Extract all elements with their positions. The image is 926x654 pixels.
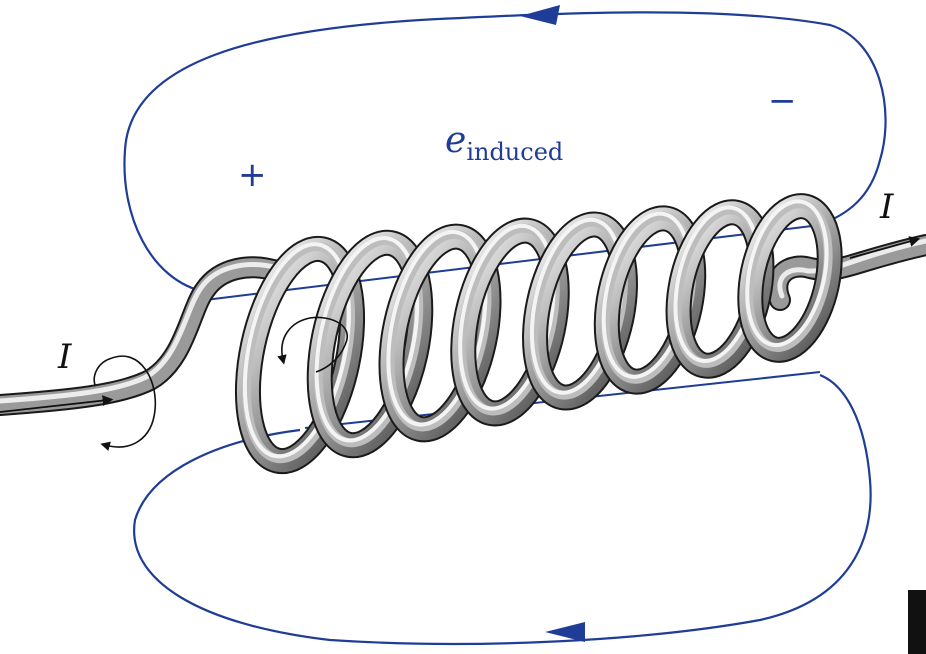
plus-sign: + bbox=[238, 155, 267, 195]
emf-subscript: induced bbox=[466, 138, 563, 166]
coil-turn bbox=[378, 223, 502, 443]
corner-mark bbox=[908, 590, 926, 654]
emf-label: einduced bbox=[445, 120, 563, 166]
coil-turn bbox=[522, 211, 638, 411]
inner-circulation-arrow bbox=[277, 316, 348, 365]
lower-field-loop bbox=[133, 373, 872, 646]
current-label-left: I bbox=[57, 337, 72, 377]
coil-turn bbox=[306, 229, 434, 459]
interior-field-line bbox=[204, 224, 821, 301]
inner-circulation-tail bbox=[315, 344, 346, 373]
coil bbox=[234, 193, 843, 475]
current-label-right: I bbox=[879, 187, 894, 227]
coil-turn bbox=[737, 193, 843, 363]
coil-turn bbox=[450, 217, 570, 427]
coil-turn bbox=[234, 235, 366, 475]
left-circulation-tail bbox=[93, 357, 113, 386]
emf-symbol: e bbox=[445, 120, 466, 161]
lower-field-arrow bbox=[545, 622, 585, 642]
upper-field-arrow bbox=[520, 5, 560, 25]
right-lead-wire bbox=[766, 234, 926, 311]
left-current-arrow bbox=[0, 395, 114, 413]
right-current-arrow bbox=[849, 236, 921, 259]
minus-sign: − bbox=[768, 81, 797, 121]
left-lead-wire bbox=[0, 256, 291, 416]
left-circulation-arrow bbox=[100, 355, 157, 451]
